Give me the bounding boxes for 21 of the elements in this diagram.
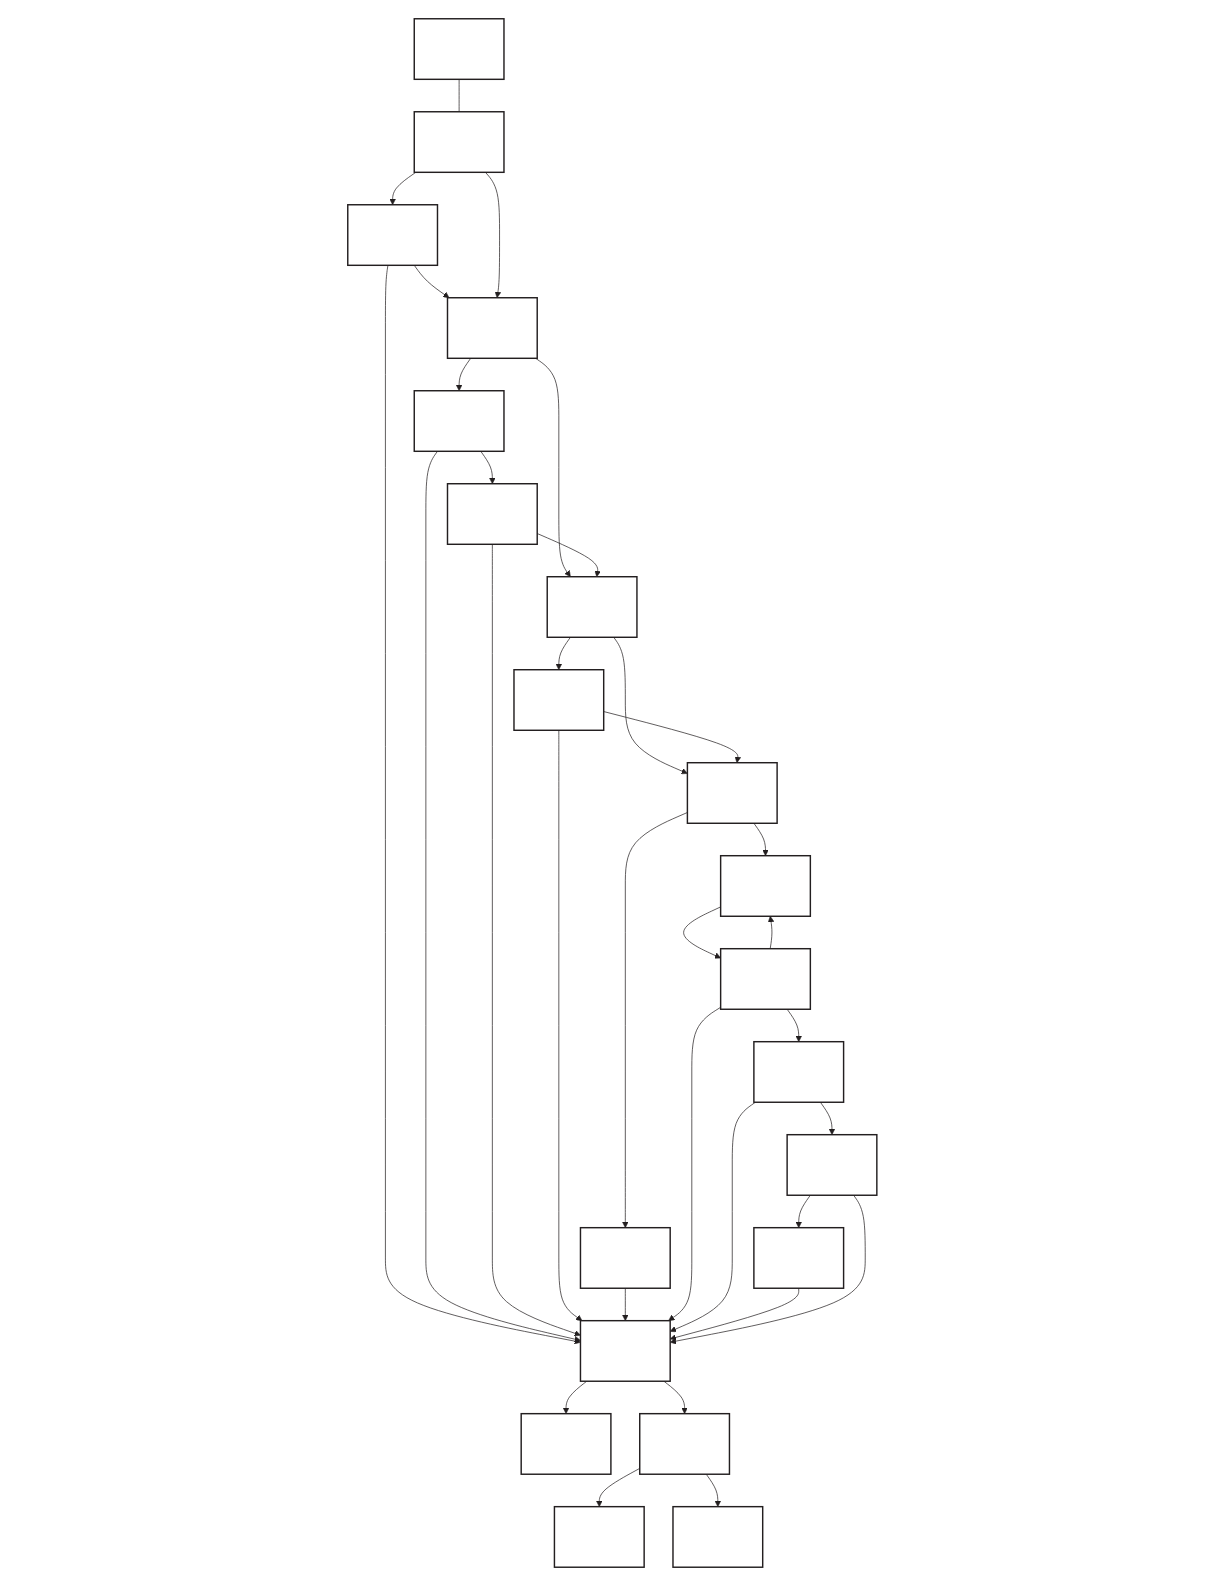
node-box xyxy=(686,761,778,824)
node-box xyxy=(413,389,505,452)
node-box xyxy=(639,1412,731,1475)
node-box xyxy=(720,947,812,1010)
connector xyxy=(458,78,460,112)
node-box xyxy=(753,1040,845,1103)
node-box xyxy=(513,668,605,731)
node-box xyxy=(446,482,539,545)
node-box xyxy=(579,1319,672,1382)
node-box xyxy=(786,1133,878,1196)
node-box xyxy=(579,1226,672,1289)
node-box xyxy=(347,203,439,266)
node-box xyxy=(546,575,638,638)
node-box xyxy=(720,854,812,917)
node-box xyxy=(672,1505,764,1568)
node-box xyxy=(520,1412,612,1475)
node-box xyxy=(413,17,505,80)
node-box xyxy=(553,1505,646,1568)
node-box xyxy=(413,110,505,173)
node-box xyxy=(446,296,539,359)
node-box xyxy=(753,1226,845,1289)
